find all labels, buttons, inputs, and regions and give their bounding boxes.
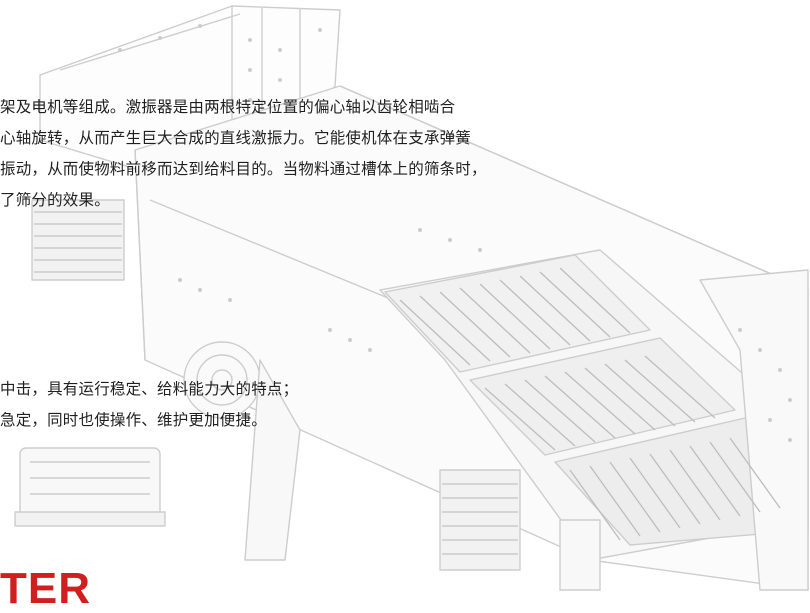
description-text: 架及电机等组成。激振器是由两根特定位置的偏心轴以齿轮相啮合 心轴旋转，从而产生巨… <box>0 92 487 216</box>
description-line: 了筛分的效果。 <box>0 191 110 209</box>
feature-line: 急定，同时也使操作、维护更加便捷。 <box>0 411 267 429</box>
features-text: 中击，具有运行稳定、给料能力大的特点； 急定，同时也使操作、维护更加便捷。 <box>0 374 298 436</box>
feature-line: 中击，具有运行稳定、给料能力大的特点； <box>0 380 299 398</box>
description-line: 振动，从而使物料前移而达到给料目的。当物料通过槽体上的筛条时， <box>0 160 487 178</box>
brand-logo-text: TER <box>0 564 91 613</box>
description-line: 架及电机等组成。激振器是由两根特定位置的偏心轴以齿轮相啮合 <box>0 98 456 116</box>
vibrating-feeder-illustration <box>14 5 809 591</box>
description-line: 心轴旋转，从而产生巨大合成的直线激振力。它能使机体在支承弹簧 <box>0 129 472 147</box>
